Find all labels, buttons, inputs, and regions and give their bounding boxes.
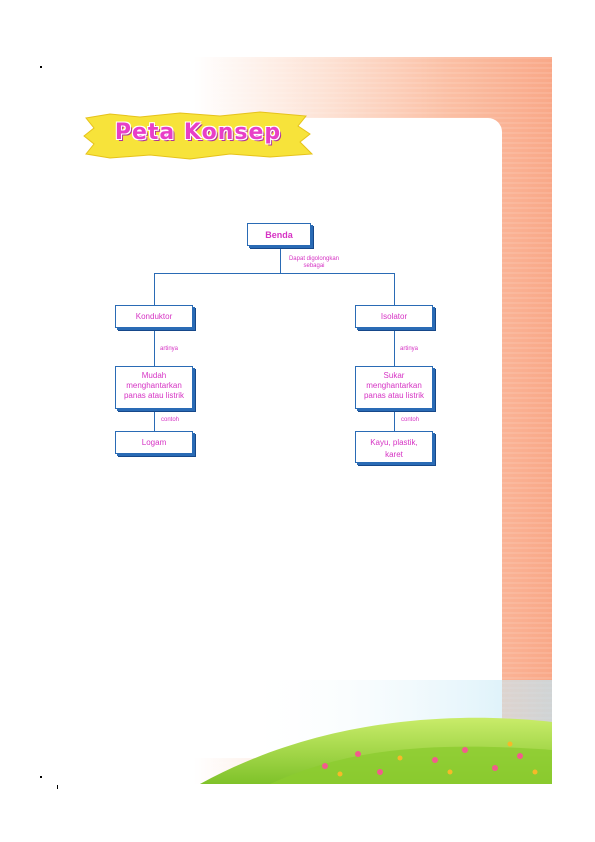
edge-label-left-meaning: artinya — [160, 346, 179, 352]
page-title: Peta Konsep — [114, 120, 282, 145]
connector-left-example — [154, 409, 155, 431]
node-isolator-meaning: Sukar menghantarkan panas atau listrik — [355, 366, 433, 409]
connector-left-down — [154, 273, 155, 305]
edge-label-right-meaning: artinya — [400, 346, 419, 352]
page-mark-bottom-2 — [57, 785, 58, 789]
node-konduktor: Konduktor — [115, 305, 193, 328]
connector-horizontal — [154, 273, 395, 274]
node-konduktor-label: Konduktor — [135, 312, 173, 321]
node-isolator-label: Isolator — [380, 312, 408, 321]
node-konduktor-example-text: Logam — [141, 438, 167, 447]
node-root: Benda — [247, 223, 311, 246]
meadow-illustration — [40, 680, 552, 784]
node-konduktor-meaning-text: Mudah menghantarkan panas atau listrik — [123, 371, 185, 400]
page-mark-bottom — [40, 776, 42, 778]
edge-label-root: Dapat digolongkan sebagai — [288, 256, 340, 269]
connector-right-meaning — [394, 328, 395, 366]
node-konduktor-example: Logam — [115, 431, 193, 454]
edge-label-right-example: contoh — [401, 417, 420, 423]
node-root-label: Benda — [265, 230, 293, 240]
node-isolator-meaning-text: Sukar menghantarkan panas atau listrik — [363, 371, 425, 400]
node-isolator: Isolator — [355, 305, 433, 328]
content-panel — [44, 118, 502, 758]
title-banner: Peta Konsep — [80, 110, 316, 162]
node-konduktor-meaning: Mudah menghantarkan panas atau listrik — [115, 366, 193, 409]
connector-right-example — [394, 409, 395, 431]
node-isolator-example: Kayu, plastik, karet — [355, 431, 433, 463]
node-isolator-example-text: Kayu, plastik, karet — [370, 438, 418, 459]
connector-root-down — [280, 246, 281, 274]
banner-shape — [83, 111, 314, 160]
page-mark-top — [40, 66, 42, 68]
connector-right-down — [394, 273, 395, 305]
connector-left-meaning — [154, 328, 155, 366]
edge-label-left-example: contoh — [161, 417, 180, 423]
